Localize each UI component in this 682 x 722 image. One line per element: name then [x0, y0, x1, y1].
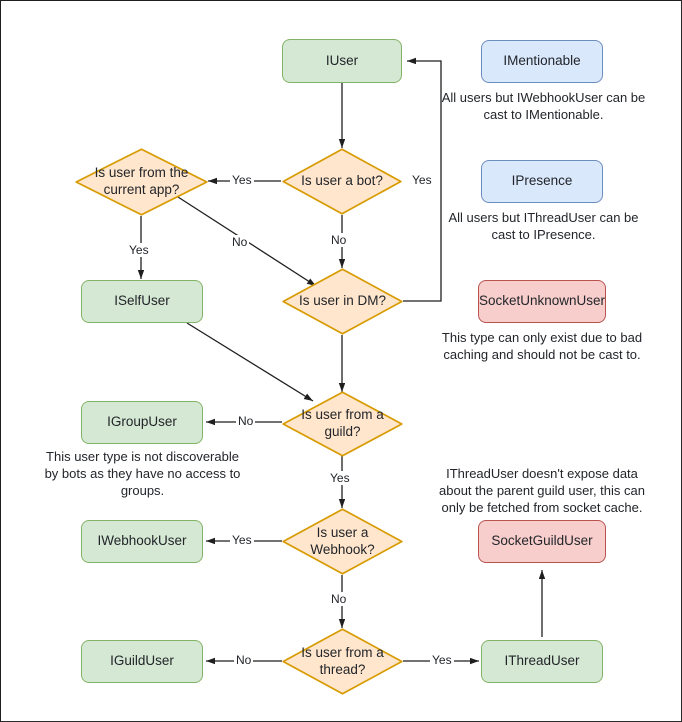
- node-is-user-from-current-app-label: Is user from the current app?: [94, 165, 189, 197]
- node-ipresence-label: IPresence: [511, 173, 573, 189]
- node-is-user-in-dm-label: Is user in DM?: [298, 293, 387, 309]
- caption-socketunknownuser: This type can only exist due to bad cach…: [441, 330, 643, 362]
- caption-igroupuser: This user type is not discoverable by bo…: [44, 449, 241, 498]
- node-imentionable[interactable]: IMentionable: [481, 40, 603, 83]
- node-ithreaduser-label: IThreadUser: [504, 653, 580, 669]
- diamond-shape: [282, 628, 403, 695]
- node-is-user-from-guild-label: Is user from a guild?: [301, 407, 384, 439]
- node-is-user-from-current-app[interactable]: Is user from the current app?: [75, 148, 208, 216]
- diamond-shape: [282, 508, 403, 575]
- diamond-shape: [75, 148, 208, 216]
- node-imentionable-label: IMentionable: [503, 53, 581, 69]
- node-ipresence[interactable]: IPresence: [481, 160, 603, 203]
- node-is-user-from-thread-label: Is user from a thread?: [301, 644, 384, 677]
- node-iguilduser[interactable]: IGuildUser: [81, 640, 203, 683]
- node-is-user-from-guild[interactable]: Is user from a guild?: [282, 391, 403, 457]
- node-igroupuser[interactable]: IGroupUser: [81, 401, 203, 444]
- node-iuser[interactable]: IUser: [282, 39, 402, 83]
- caption-imentionable: All users but IWebhookUser can be cast t…: [441, 90, 646, 122]
- edge-label-thread-no: No: [234, 653, 254, 667]
- edge-label-app-yes: Yes: [127, 243, 151, 257]
- edge-label-webhook-no: No: [329, 592, 349, 606]
- diamond-shape: [282, 391, 403, 457]
- caption-socketguilduser: IThreadUser doesn't expose data about th…: [439, 466, 645, 515]
- node-iguilduser-label: IGuildUser: [110, 653, 174, 669]
- node-socketguilduser-label: SocketGuildUser: [491, 533, 593, 549]
- node-is-user-a-webhook[interactable]: Is user a Webhook?: [282, 508, 403, 575]
- edge-label-dm-yes: Yes: [410, 173, 434, 187]
- node-socketunknownuser-label: SocketUnknownUser: [478, 293, 606, 309]
- node-is-user-a-bot[interactable]: Is user a bot?: [282, 148, 402, 215]
- caption-ipresence: All users but IThreadUser can be cast to…: [448, 210, 639, 242]
- node-iwebhookuser-label: IWebhookUser: [97, 533, 187, 549]
- node-is-user-a-bot-label: Is user a bot?: [301, 173, 383, 189]
- node-ithreaduser[interactable]: IThreadUser: [481, 640, 603, 683]
- node-iwebhookuser[interactable]: IWebhookUser: [81, 520, 203, 563]
- node-socketunknownuser[interactable]: SocketUnknownUser: [478, 280, 606, 323]
- edge-iselfuser-to-isguild: [186, 322, 314, 402]
- node-is-user-in-dm[interactable]: Is user in DM?: [282, 268, 403, 335]
- edge-label-guild-no: No: [236, 414, 256, 428]
- node-iuser-label: IUser: [325, 52, 359, 68]
- node-socketguilduser[interactable]: SocketGuildUser: [478, 520, 606, 563]
- node-igroupuser-label: IGroupUser: [107, 414, 177, 430]
- edge-label-guild-yes: Yes: [328, 471, 352, 485]
- edge-label-webhook-yes: Yes: [230, 533, 254, 547]
- node-is-user-from-thread[interactable]: Is user from a thread?: [282, 628, 403, 695]
- node-iselfuser-label: ISelfUser: [114, 293, 170, 309]
- edge-isdm-yes-to-iuser: [403, 57, 442, 302]
- edge-label-app-no: No: [230, 235, 250, 249]
- edge-label-bot-yes: Yes: [230, 173, 254, 187]
- edge-label-bot-no: No: [329, 233, 349, 247]
- node-iselfuser[interactable]: ISelfUser: [81, 280, 203, 323]
- diamond-shape: [282, 148, 402, 215]
- node-is-user-a-webhook-label: Is user a Webhook?: [310, 524, 375, 557]
- edge-label-thread-yes: Yes: [430, 653, 454, 667]
